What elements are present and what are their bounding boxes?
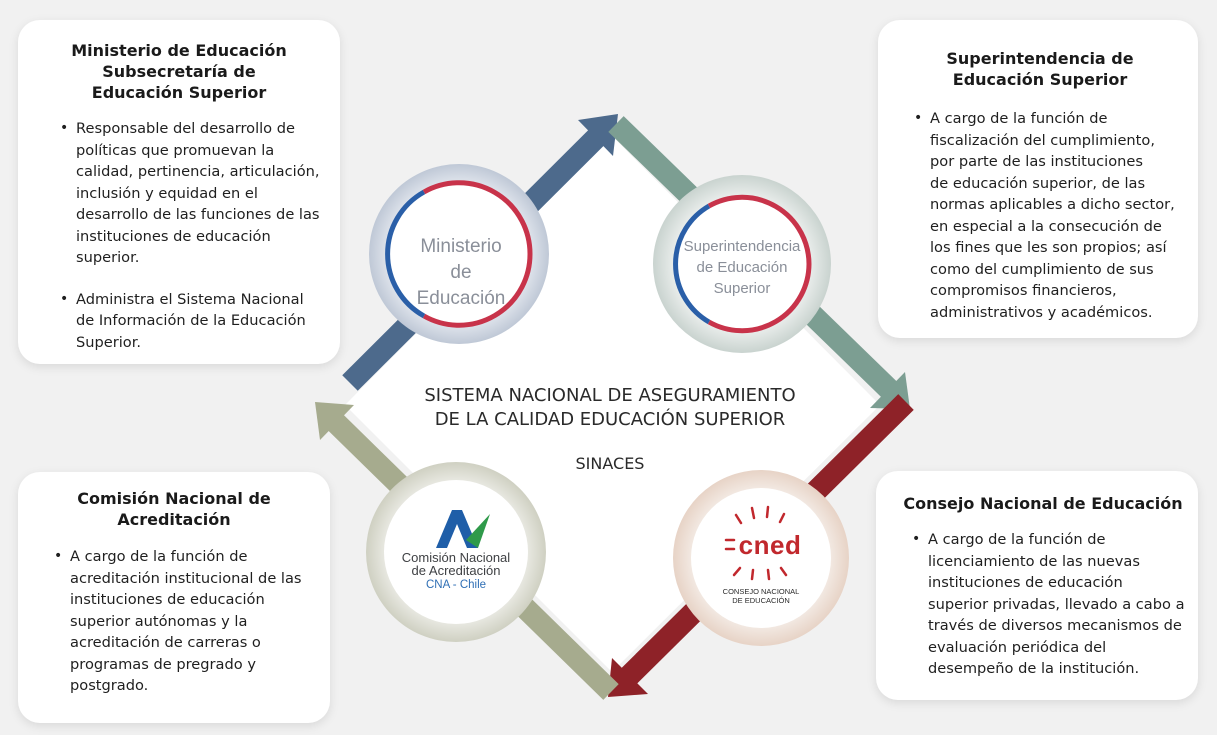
cna-logo-mark (436, 510, 490, 548)
cna-logo-name: Comisión Nacional de Acreditación (401, 550, 511, 578)
ministerio-circle-label: Ministerio de Educación (416, 236, 506, 309)
card-cned-title: Consejo Nacional de Educación (903, 494, 1183, 513)
circle-cna (366, 462, 546, 642)
circle-superintendencia (653, 175, 831, 353)
center-title: SISTEMA NACIONAL DE ASEGURAMIENTO DE LA … (424, 385, 796, 430)
card-ministerio: Ministerio de Educación Subsecretaría de… (18, 20, 340, 364)
card-superintendencia-title: Superintendencia de Educación Superior (946, 49, 1134, 89)
card-ministerio-list: Responsable del desarrollo de políticas … (48, 118, 328, 353)
cned-logo-name: CONSEJO NACIONAL DE EDUCACIÓN (722, 587, 800, 605)
cna-logo-subtitle: CNA - Chile (425, 579, 487, 591)
card-cna-list: A cargo de la función de acreditación in… (42, 546, 318, 697)
list-item: A cargo de la función de fiscalización d… (914, 108, 1184, 323)
card-cned: Consejo Nacional de Educación A cargo de… (876, 471, 1198, 700)
cned-logo-rays (724, 505, 788, 581)
list-item: Administra el Sistema Nacional de Inform… (60, 289, 328, 354)
card-superintendencia: Superintendencia de Educación Superior A… (878, 20, 1198, 338)
card-ministerio-title: Ministerio de Educación Subsecretaría de… (71, 41, 287, 102)
card-superintendencia-list: A cargo de la función de fiscalización d… (902, 108, 1184, 323)
center-acronym: SINACES (575, 454, 645, 473)
card-cned-list: A cargo de la función de licenciamiento … (900, 529, 1186, 680)
list-item: Responsable del desarrollo de políticas … (60, 118, 328, 269)
card-cna: Comisión Nacional de Acreditación A carg… (18, 472, 330, 723)
card-cna-title: Comisión Nacional de Acreditación (77, 489, 271, 529)
circle-ministerio (369, 164, 549, 344)
list-item: A cargo de la función de acreditación in… (54, 546, 318, 697)
circle-cned (673, 470, 849, 646)
list-item: A cargo de la función de licenciamiento … (912, 529, 1186, 680)
superintendencia-circle-label: Superintendencia de Educación Superior (683, 238, 801, 297)
cned-logo-text: cned (738, 530, 802, 560)
